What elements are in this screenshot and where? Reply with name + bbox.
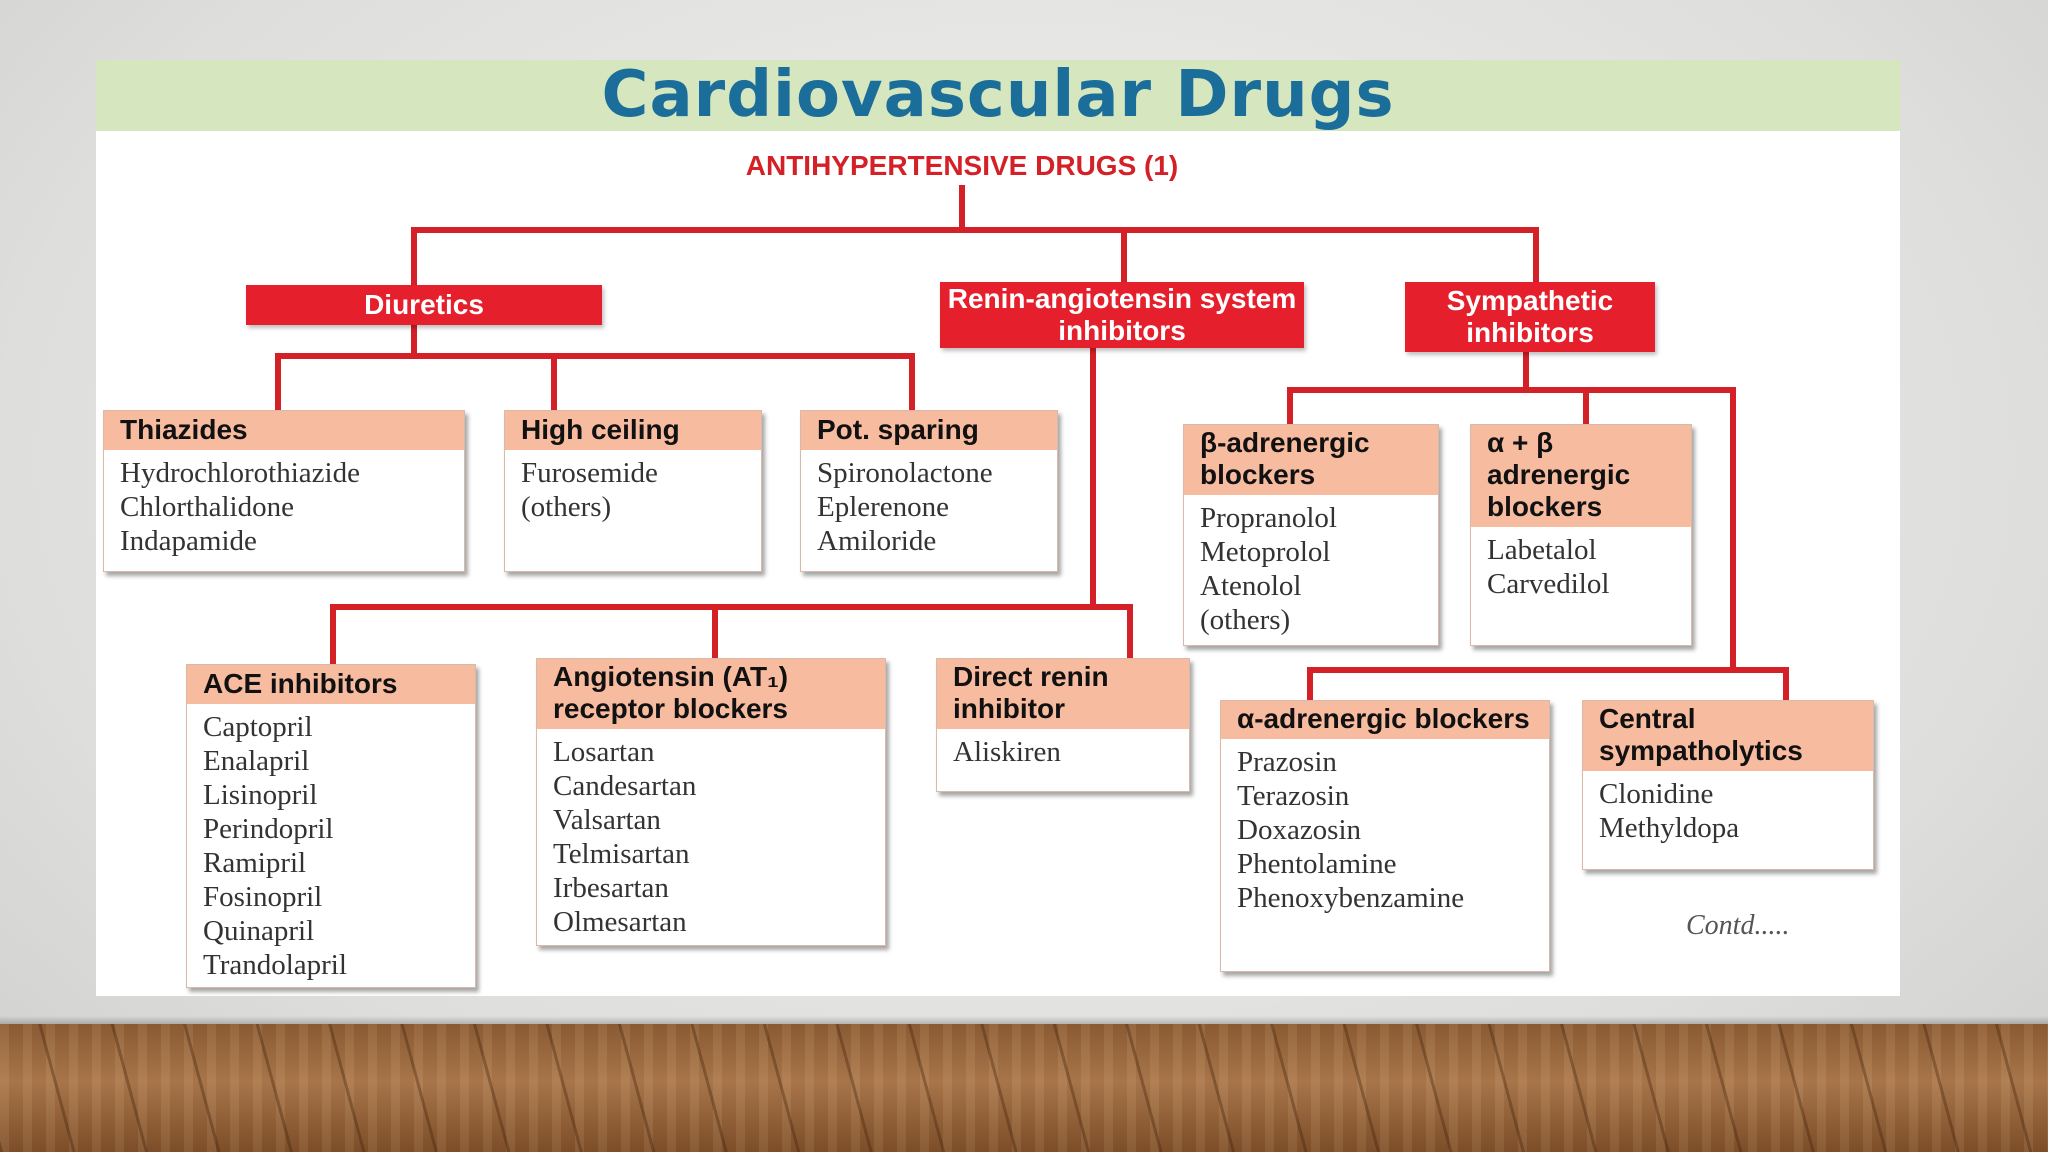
slide: Cardiovascular Drugs ANTIHYPERTENSIVE DR… xyxy=(96,60,1900,996)
group-header: Thiazides xyxy=(104,411,464,450)
drug-list: Hydrochlorothiazide Chlorthalidone Indap… xyxy=(104,450,464,562)
group-high-ceiling: High ceiling Furosemide (others) xyxy=(504,410,762,572)
category-ras-inhibitors: Renin-angiotensin system inhibitors xyxy=(940,282,1304,348)
group-header: Direct renin inhibitor xyxy=(937,659,1189,729)
drug-item: Olmesartan xyxy=(553,906,687,938)
drug-item: Carvedilol xyxy=(1487,568,1610,600)
group-ace-inhibitors: ACE inhibitors Captopril Enalapril Lisin… xyxy=(186,664,476,988)
drug-item: (others) xyxy=(521,491,612,523)
group-header: α-adrenergic blockers xyxy=(1221,701,1549,739)
drug-item: Perindopril xyxy=(203,813,334,845)
drug-item: Furosemide xyxy=(521,457,658,489)
group-pot-sparing: Pot. sparing Spironolactone Eplerenone A… xyxy=(800,410,1058,572)
drug-item: Atenolol xyxy=(1200,570,1302,602)
drug-item: Chlorthalidone xyxy=(120,491,294,523)
drug-item: Quinapril xyxy=(203,915,315,947)
group-header: α + β adrenergic blockers xyxy=(1471,425,1691,527)
drug-item: Telmisartan xyxy=(553,838,690,870)
slide-title: Cardiovascular Drugs xyxy=(601,60,1395,132)
drug-list: Aliskiren xyxy=(937,729,1189,773)
category-sympathetic-inhibitors: Sympathetic inhibitors xyxy=(1405,282,1655,352)
group-arb: Angiotensin (AT₁) receptor blockers Losa… xyxy=(536,658,886,946)
drug-item: Doxazosin xyxy=(1237,814,1362,846)
drug-item: Clonidine xyxy=(1599,778,1714,810)
group-central-sympatholytics: Central sympatholytics Clonidine Methyld… xyxy=(1582,700,1874,870)
group-beta-blockers: β-adrenergic blockers Propranolol Metopr… xyxy=(1183,424,1439,646)
group-header: High ceiling xyxy=(505,411,761,450)
drug-list: Captopril Enalapril Lisinopril Perindopr… xyxy=(187,704,475,986)
drug-list: Propranolol Metoprolol Atenolol (others) xyxy=(1184,495,1438,641)
drug-item: Losartan xyxy=(553,736,655,768)
group-alpha-blockers: α-adrenergic blockers Prazosin Terazosin… xyxy=(1220,700,1550,972)
drug-item: Enalapril xyxy=(203,745,310,777)
drug-list: Furosemide (others) xyxy=(505,450,761,528)
floor-shadow xyxy=(0,1016,2048,1026)
wood-floor-background xyxy=(0,1024,2048,1152)
drug-item: Propranolol xyxy=(1200,502,1337,534)
drug-list: Prazosin Terazosin Doxazosin Phentolamin… xyxy=(1221,739,1549,919)
drug-item: Irbesartan xyxy=(553,872,669,904)
drug-item: Terazosin xyxy=(1237,780,1350,812)
drug-item: (others) xyxy=(1200,604,1291,636)
group-thiazides: Thiazides Hydrochlorothiazide Chlorthali… xyxy=(103,410,465,572)
drug-item: Metoprolol xyxy=(1200,536,1331,568)
group-header: Angiotensin (AT₁) receptor blockers xyxy=(537,659,885,729)
drug-list: Clonidine Methyldopa xyxy=(1583,771,1873,849)
drug-item: Ramipril xyxy=(203,847,307,879)
drug-list: Labetalol Carvedilol xyxy=(1471,527,1691,605)
title-band xyxy=(96,60,1900,131)
drug-item: Indapamide xyxy=(120,525,257,557)
drug-list: Spironolactone Eplerenone Amiloride xyxy=(801,450,1057,562)
category-diuretics: Diuretics xyxy=(246,285,602,325)
drug-item: Valsartan xyxy=(553,804,661,836)
drug-item: Trandolapril xyxy=(203,949,347,981)
drug-item: Hydrochlorothiazide xyxy=(120,457,360,489)
drug-item: Aliskiren xyxy=(953,736,1061,768)
drug-item: Lisinopril xyxy=(203,779,318,811)
drug-item: Phenoxybenzamine xyxy=(1237,882,1465,914)
drug-item: Phentolamine xyxy=(1237,848,1397,880)
drug-item: Fosinopril xyxy=(203,881,323,913)
group-direct-renin-inhibitor: Direct renin inhibitor Aliskiren xyxy=(936,658,1190,792)
group-header: Pot. sparing xyxy=(801,411,1057,450)
drug-item: Amiloride xyxy=(817,525,937,557)
group-header: β-adrenergic blockers xyxy=(1184,425,1438,495)
group-header: ACE inhibitors xyxy=(187,665,475,704)
drug-item: Captopril xyxy=(203,711,313,743)
drug-item: Labetalol xyxy=(1487,534,1597,566)
drug-item: Methyldopa xyxy=(1599,812,1740,844)
drug-item: Spironolactone xyxy=(817,457,993,489)
diagram-subtitle: ANTIHYPERTENSIVE DRUGS (1) xyxy=(745,150,1179,181)
drug-item: Eplerenone xyxy=(817,491,950,523)
connector-lines xyxy=(275,185,1789,703)
drug-item: Prazosin xyxy=(1237,746,1337,778)
drug-list: Losartan Candesartan Valsartan Telmisart… xyxy=(537,729,885,943)
drug-item: Candesartan xyxy=(553,770,697,802)
group-alpha-beta-blockers: α + β adrenergic blockers Labetalol Carv… xyxy=(1470,424,1692,646)
continued-note: Contd..... xyxy=(1686,910,1790,941)
group-header: Central sympatholytics xyxy=(1583,701,1873,771)
